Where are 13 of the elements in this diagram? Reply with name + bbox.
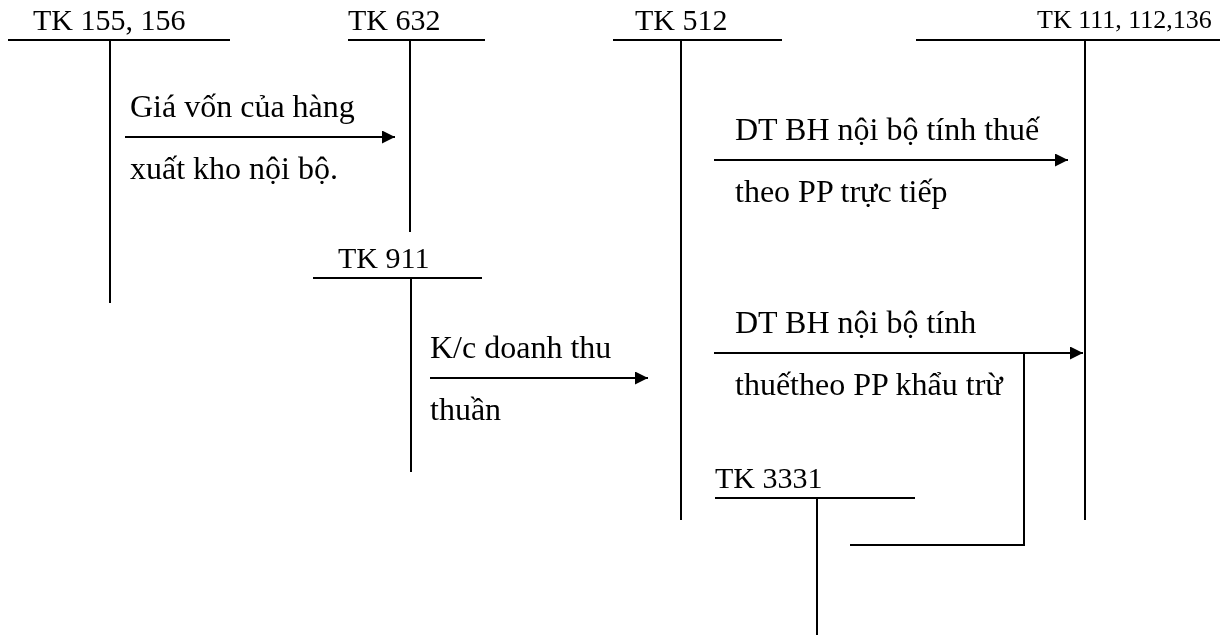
arrow (124, 130, 396, 144)
edge-label: DT BH nội bộ tính thuếtheo PP khẩu trừ (735, 303, 1005, 404)
edge-label: K/c doanh thu thuần (430, 328, 613, 429)
account-title: TK 3331 (715, 460, 823, 496)
arrow (713, 153, 1069, 167)
account-title: TK 111, 112,136 (1037, 4, 1212, 36)
account-title: TK 632 (348, 2, 441, 38)
edge-label: Giá vốn của hàng xuất kho nội bộ. (130, 87, 356, 188)
account-title: TK 155, 156 (33, 2, 186, 38)
account-title: TK 911 (338, 240, 430, 276)
edge-label: DT BH nội bộ tính thuế theo PP trực tiếp (735, 110, 1041, 211)
arrow (429, 371, 649, 385)
account-title: TK 512 (635, 2, 728, 38)
